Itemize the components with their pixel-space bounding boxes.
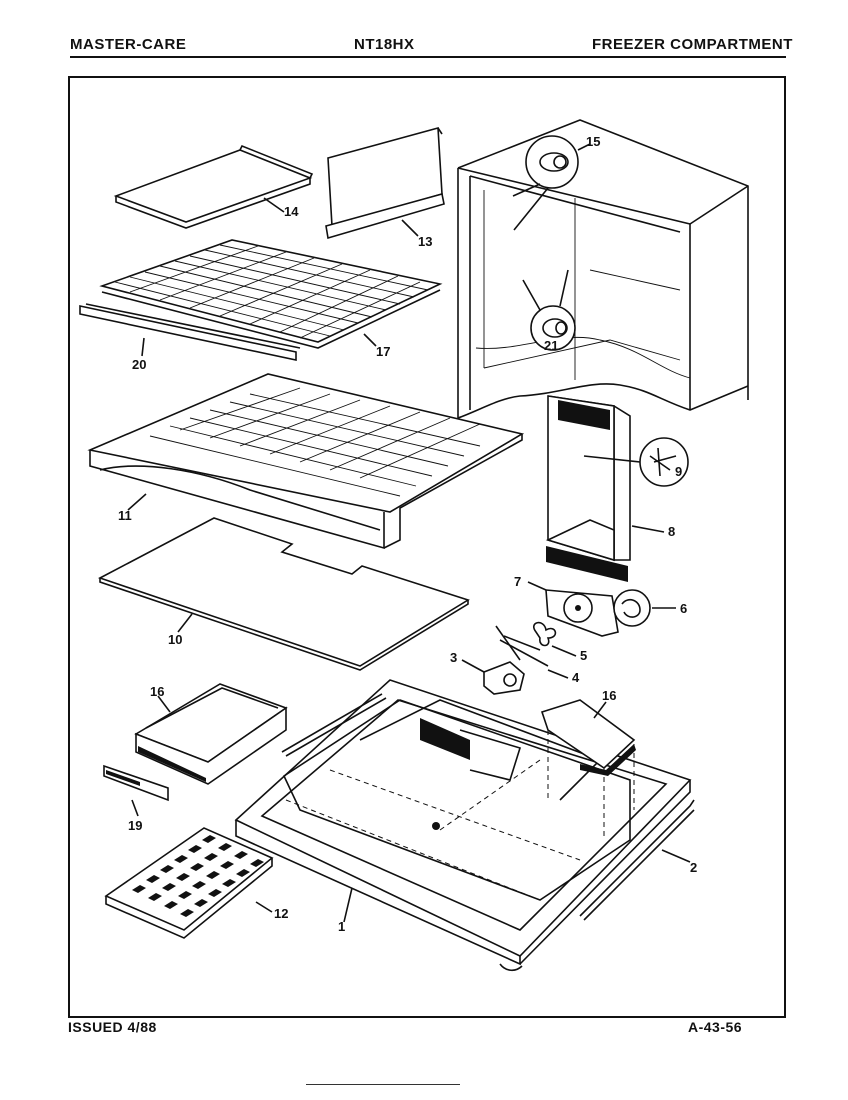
callout-13: 13 [418, 234, 432, 249]
callout-8: 8 [668, 524, 675, 539]
ice-tray-cells [132, 835, 264, 917]
callout-6: 6 [680, 601, 687, 616]
part-9-detail [583, 437, 689, 487]
diagram-frame [68, 76, 786, 1018]
part-3-fan-motor [483, 635, 549, 695]
header-brand: MASTER-CARE [70, 36, 187, 53]
callout-3: 3 [450, 650, 457, 665]
callout-19: 19 [128, 818, 142, 833]
callout-5: 5 [580, 648, 587, 663]
callout-12: 12 [274, 906, 288, 921]
part-21-detail [522, 269, 576, 351]
callout-21: 21 [544, 338, 558, 353]
part-2-trim-strip [281, 693, 695, 921]
part-13-divider [325, 126, 445, 240]
header-model: NT18HX [354, 36, 415, 53]
part-1-freezer-liner [234, 679, 692, 972]
callout-2: 2 [690, 860, 697, 875]
part-14-shelf-panel [113, 144, 314, 229]
callout-20: 20 [132, 357, 146, 372]
callout-9: 9 [675, 464, 682, 479]
callout-14: 14 [284, 204, 299, 219]
part-15-detail [512, 135, 591, 231]
part-7-fan-bracket [545, 589, 619, 637]
callout-1: 1 [338, 919, 345, 934]
part-8-evaporator-cover [545, 395, 631, 582]
leader-lines [127, 197, 691, 923]
part-16-duct-cover [540, 699, 636, 840]
part-18-ice-bin [134, 683, 288, 785]
callout-11: 11 [118, 508, 132, 523]
callout-15: 15 [586, 134, 600, 149]
part-11-shelf-assembly [87, 373, 525, 550]
bottom-rule [306, 1084, 460, 1085]
part-19-rail [103, 764, 169, 802]
freezer-cabinet [457, 119, 749, 419]
callout-7: 7 [514, 574, 521, 589]
part-12-ice-tray [104, 827, 274, 939]
footer-issued: ISSUED 4/88 [68, 1019, 157, 1035]
part-6-detail [613, 589, 651, 627]
callout-4: 4 [572, 670, 580, 685]
callout-10: 10 [168, 632, 182, 647]
part-5-fan-blade [495, 621, 557, 661]
part-10-panel [97, 517, 470, 671]
header-rule [70, 56, 786, 58]
part-20-rail [79, 303, 301, 361]
callout-17: 17 [376, 344, 390, 359]
footer-page-code: A-43-56 [688, 1019, 743, 1035]
callout-16-duct: 16 [602, 688, 616, 703]
part-17-wire-shelf [99, 239, 443, 349]
header-section: FREEZER COMPARTMENT [592, 36, 793, 53]
callout-16-bin: 16 [150, 684, 164, 699]
